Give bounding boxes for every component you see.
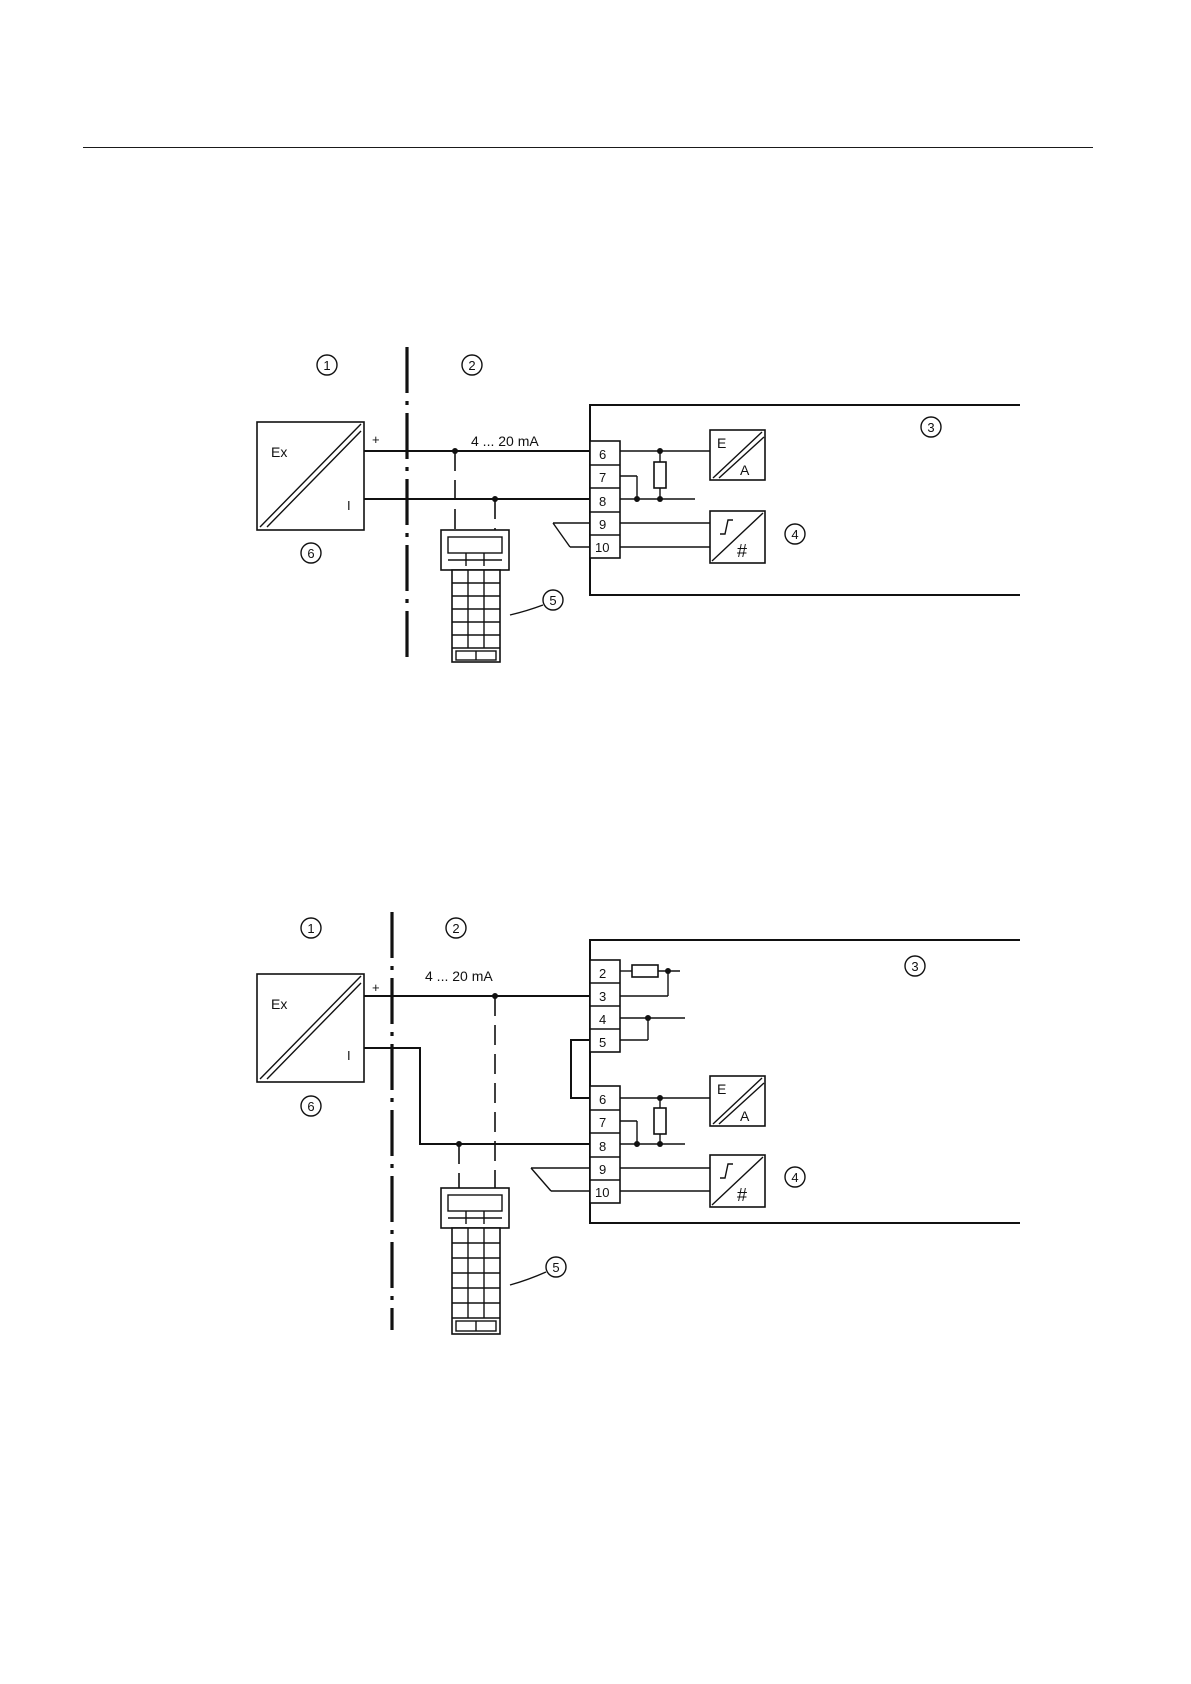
callout-4: 4: [785, 1167, 805, 1187]
svg-text:1: 1: [323, 358, 330, 373]
svg-text:2: 2: [468, 358, 475, 373]
svg-text:3: 3: [911, 959, 918, 974]
svg-text:2: 2: [452, 921, 459, 936]
svg-text:1: 1: [307, 921, 314, 936]
shunt-resistor: [654, 1108, 666, 1134]
svg-text:A: A: [740, 1108, 750, 1124]
callout-3: 3: [921, 417, 941, 437]
svg-text:10: 10: [595, 540, 609, 555]
isolator-enclosure: [590, 405, 1020, 595]
digital-symbol: #: [737, 541, 747, 561]
signal-wire-minus: [364, 1048, 590, 1144]
svg-text:4: 4: [599, 1012, 606, 1027]
digital-symbol: #: [737, 1185, 747, 1205]
terminal-block-upper: 2 3 4 5: [590, 960, 620, 1052]
limit-switch-block: #: [710, 1155, 765, 1207]
signal-converter: E A: [710, 430, 765, 480]
svg-text:E: E: [717, 435, 726, 451]
svg-text:5: 5: [549, 593, 556, 608]
svg-text:3: 3: [599, 989, 606, 1004]
svg-text:9: 9: [599, 1162, 606, 1177]
callout-5: 5: [546, 1257, 566, 1277]
supply-resistor: [632, 965, 658, 977]
terminal-block-lower: 6 7 8 9 10: [590, 1086, 620, 1203]
callout-1: 1: [301, 918, 321, 938]
ex-transmitter: Ex + I: [257, 974, 380, 1082]
svg-text:A: A: [740, 462, 750, 478]
diagram-2: 1 2 3 4 5 6 Ex + I: [257, 912, 1020, 1334]
svg-text:9: 9: [599, 517, 606, 532]
ex-transmitter: Ex + I: [257, 422, 380, 530]
callout-5: 5: [543, 590, 563, 610]
terminal-block: 6 7 8 9 10: [590, 441, 620, 558]
callout-3: 3: [905, 956, 925, 976]
jumper-5-6: [571, 1040, 590, 1098]
svg-text:8: 8: [599, 494, 606, 509]
callout-1: 1: [317, 355, 337, 375]
shunt-resistor: [654, 462, 666, 488]
callout-6: 6: [301, 1096, 321, 1116]
signal-label: 4 ... 20 mA: [471, 433, 539, 449]
svg-text:5: 5: [599, 1035, 606, 1050]
svg-text:6: 6: [307, 546, 314, 561]
callout-2: 2: [446, 918, 466, 938]
svg-text:3: 3: [927, 420, 934, 435]
svg-text:2: 2: [599, 966, 606, 981]
signal-label: 4 ... 20 mA: [425, 968, 493, 984]
svg-text:7: 7: [599, 470, 606, 485]
svg-text:I: I: [347, 1048, 351, 1063]
svg-text:10: 10: [595, 1185, 609, 1200]
svg-text:Ex: Ex: [271, 996, 287, 1012]
svg-text:5: 5: [552, 1260, 559, 1275]
handheld-communicator: [441, 530, 543, 662]
callout-6: 6: [301, 543, 321, 563]
svg-text:+: +: [372, 980, 380, 995]
signal-converter: E A: [710, 1076, 765, 1126]
callout-2: 2: [462, 355, 482, 375]
svg-text:7: 7: [599, 1115, 606, 1130]
limit-switch-block: #: [710, 511, 765, 563]
svg-text:Ex: Ex: [271, 444, 287, 460]
svg-text:6: 6: [307, 1099, 314, 1114]
callout-4: 4: [785, 524, 805, 544]
svg-text:E: E: [717, 1081, 726, 1097]
svg-text:8: 8: [599, 1139, 606, 1154]
svg-text:+: +: [372, 432, 380, 447]
svg-text:6: 6: [599, 447, 606, 462]
svg-text:I: I: [347, 498, 351, 513]
handheld-communicator: [441, 1188, 546, 1334]
diagram-1: 1 2 3 4 5 6 Ex + I: [257, 347, 1020, 663]
svg-text:4: 4: [791, 1170, 798, 1185]
svg-text:6: 6: [599, 1092, 606, 1107]
svg-text:4: 4: [791, 527, 798, 542]
